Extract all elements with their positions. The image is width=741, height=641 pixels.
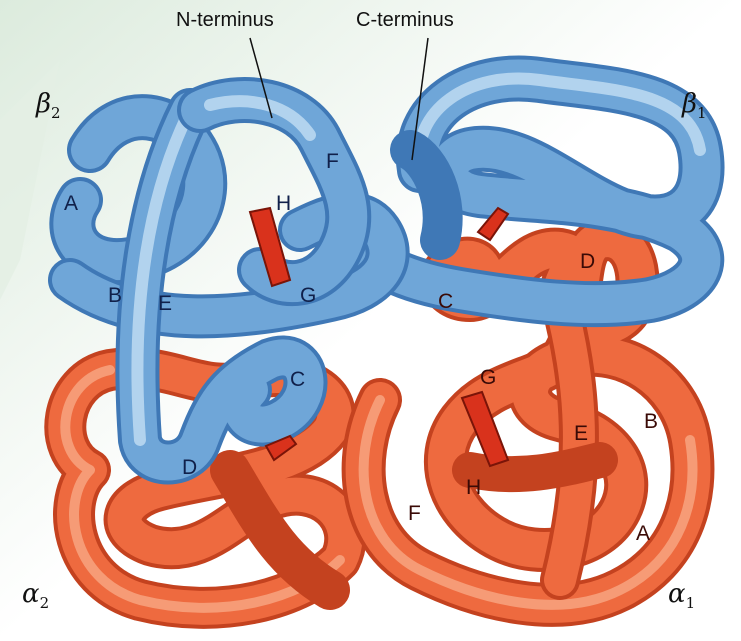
alpha1-helix-label-B: B [644, 410, 658, 433]
beta2-helix-label-D: D [182, 456, 197, 479]
beta1-helix-label-D: D [580, 250, 595, 273]
alpha1-helix-label-F: F [408, 502, 421, 525]
n-terminus-label: N-terminus [176, 9, 274, 31]
beta2-helix-label-H: H [276, 192, 291, 215]
beta2-helix-label-E: E [158, 292, 172, 315]
beta2-helix-label-G: G [300, 284, 316, 307]
beta2-helix-label-B: B [108, 284, 122, 307]
c-terminus-label: C-terminus [356, 9, 454, 31]
alpha1-helix-label-A: A [636, 522, 650, 545]
beta2-helix-label-A: A [64, 192, 78, 215]
alpha1-helix-label-E: E [574, 422, 588, 445]
beta2-helix-label-C: C [290, 368, 305, 391]
beta2-helix-label-F: F [326, 150, 339, 173]
alpha1-helix-label-H: H [466, 476, 481, 499]
beta1-helix-label-C: C [438, 290, 453, 313]
alpha1-helix-label-G: G [480, 366, 496, 389]
